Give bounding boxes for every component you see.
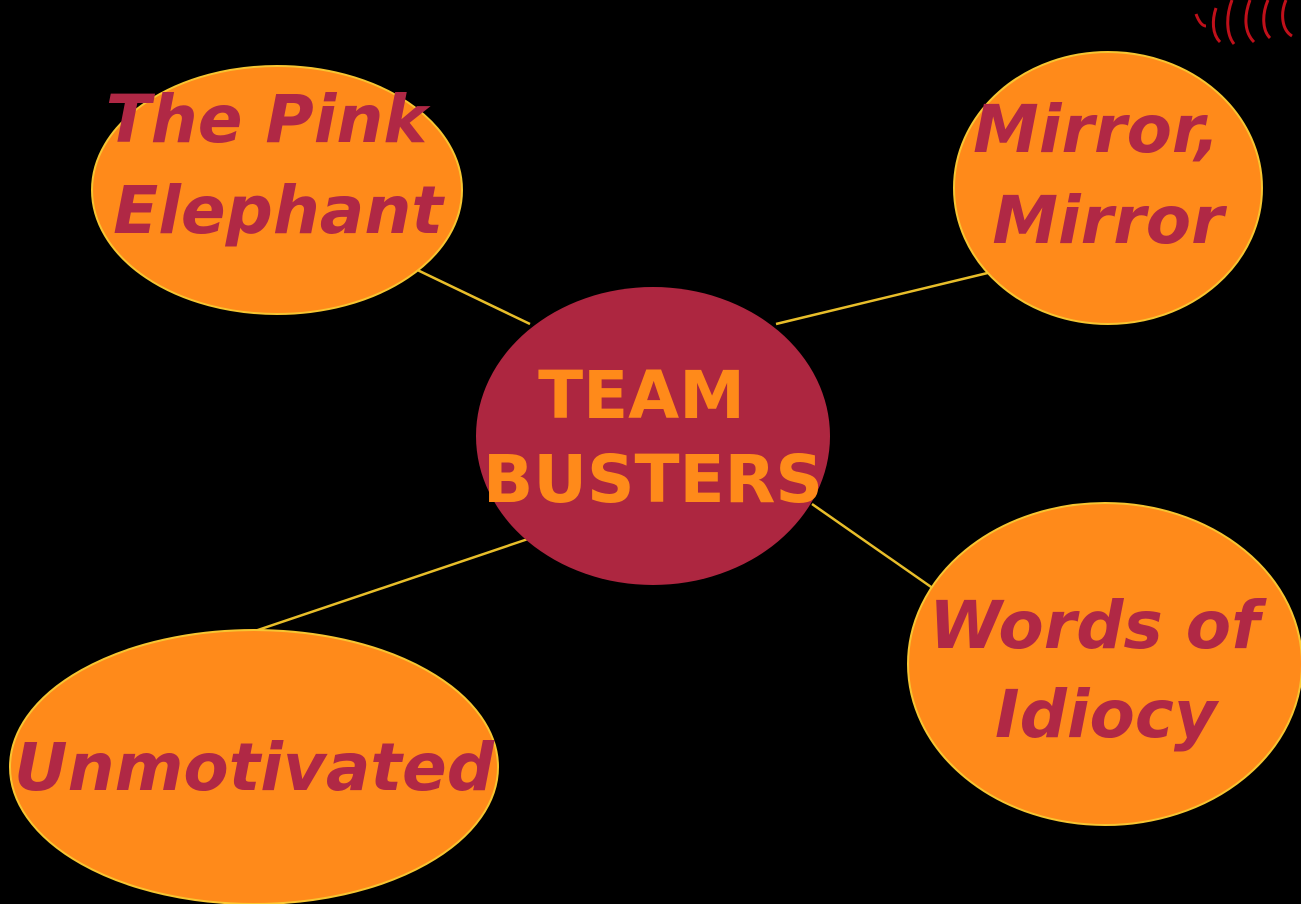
node-team-busters-line2: BUSTERS xyxy=(483,441,823,518)
node-words-of-idiocy: Words of Idiocy xyxy=(907,502,1301,826)
decoration-stroke-2 xyxy=(1226,0,1236,45)
node-unmotivated: Unmotivated xyxy=(9,629,499,904)
decoration-stroke-4 xyxy=(1262,0,1272,40)
connector-pink-elephant xyxy=(408,264,531,326)
node-unmotivated-label: Unmotivated xyxy=(14,729,495,806)
node-pink-elephant-label: The Pink Elephant xyxy=(106,81,451,249)
node-unmotivated-shape xyxy=(9,629,499,904)
connector-words xyxy=(811,502,935,591)
node-mirror-shape xyxy=(953,51,1263,325)
decoration-stroke-3 xyxy=(1244,0,1256,44)
node-words-line2: Idiocy xyxy=(995,676,1220,753)
node-team-busters-label: TEAM BUSTERS xyxy=(483,357,823,518)
node-pink-elephant-shape xyxy=(91,65,463,315)
corner-decoration xyxy=(1194,0,1293,45)
decoration-stroke-1 xyxy=(1211,7,1222,44)
decoration-stroke-6 xyxy=(1194,13,1207,28)
node-words-label: Words of Idiocy xyxy=(929,587,1283,753)
decoration-stroke-5 xyxy=(1281,0,1293,38)
node-unmotivated-line1: Unmotivated xyxy=(14,729,495,806)
node-mirror-line2: Mirror xyxy=(992,182,1227,259)
node-team-busters: TEAM BUSTERS xyxy=(476,287,830,585)
node-team-busters-shape xyxy=(476,287,830,585)
node-words-shape xyxy=(907,502,1301,826)
node-mirror: Mirror, Mirror xyxy=(953,51,1263,325)
connector-mirror xyxy=(775,268,1001,326)
node-mirror-label: Mirror, Mirror xyxy=(973,91,1243,259)
node-pink-elephant-line1: The Pink xyxy=(106,81,432,158)
connectors xyxy=(251,264,1001,634)
connector-unmotivated xyxy=(251,537,529,634)
node-team-busters-line1: TEAM xyxy=(538,357,745,434)
node-words-line1: Words of xyxy=(929,587,1267,664)
node-pink-elephant: The Pink Elephant xyxy=(91,65,463,315)
node-mirror-line1: Mirror, xyxy=(973,91,1220,168)
node-pink-elephant-line2: Elephant xyxy=(113,172,445,249)
